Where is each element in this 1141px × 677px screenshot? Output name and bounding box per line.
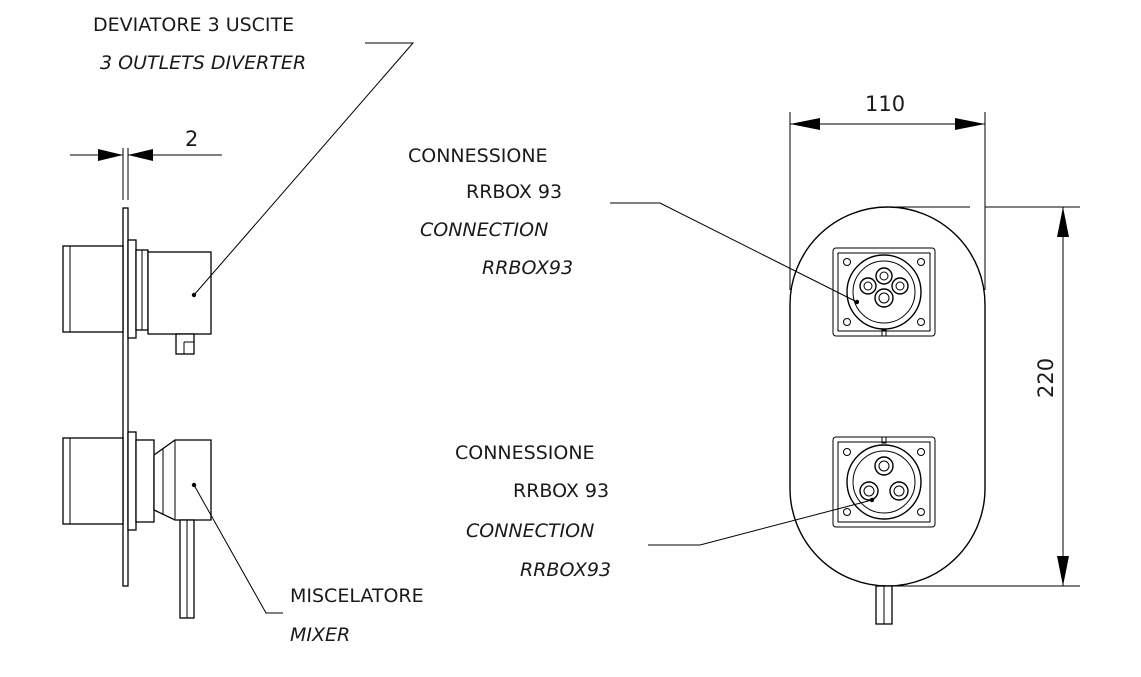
label-conn-bottom-en-1: CONNECTION xyxy=(466,520,594,542)
mixer-flange xyxy=(127,431,137,531)
label-conn-bottom-it-2: RRBOX 93 xyxy=(513,480,609,502)
mixer-ring xyxy=(135,439,155,523)
dimension-height: 220 xyxy=(1034,358,1058,398)
diverter-flange xyxy=(127,239,137,339)
label-diverter-en: 3 OUTLETS DIVERTER xyxy=(100,52,306,74)
connection-bottom xyxy=(832,436,936,528)
label-conn-top-en-1: CONNECTION xyxy=(420,219,548,241)
label-diverter-it: DEVIATORE 3 USCITE xyxy=(93,14,294,36)
label-conn-bottom-it-1: CONNESSIONE xyxy=(455,442,595,464)
dimension-plate-thickness: 2 xyxy=(185,127,198,151)
diverter-knob xyxy=(147,251,212,335)
mixer-wall-body xyxy=(62,437,124,525)
label-conn-top-it-2: RRBOX 93 xyxy=(466,181,562,203)
diverter-wall-body xyxy=(62,245,124,333)
dimension-width: 110 xyxy=(865,92,905,116)
cover-plate-side xyxy=(122,207,129,587)
diverter-lever xyxy=(175,333,195,355)
label-conn-bottom-en-2: RRBOX93 xyxy=(520,559,611,581)
cover-plate-front xyxy=(789,206,986,587)
connection-top xyxy=(832,247,936,337)
label-conn-top-en-2: RRBOX93 xyxy=(482,257,573,279)
front-view: 110 220 xyxy=(610,92,1080,625)
side-view: 2 xyxy=(62,42,415,619)
label-mixer-en: MIXER xyxy=(290,624,350,646)
label-conn-top-it-1: CONNESSIONE xyxy=(408,145,548,167)
label-mixer-it: MISCELATORE xyxy=(290,585,424,607)
